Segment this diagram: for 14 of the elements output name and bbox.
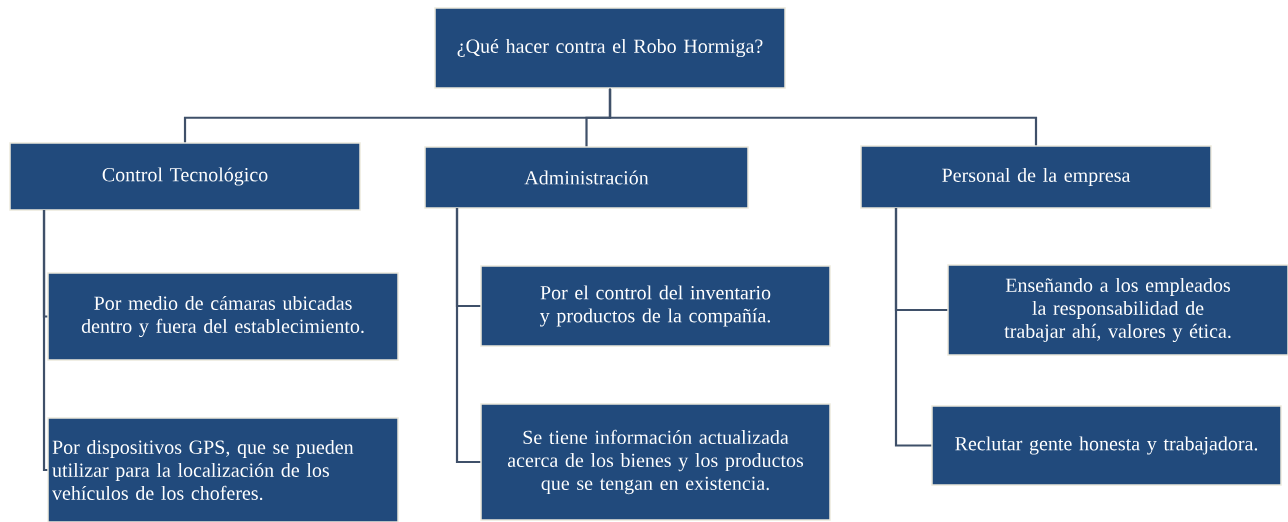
text-box: Control Tecnológico <box>9 142 361 211</box>
text-box: Enseñando a los empleados la responsabilidad de trabajar ahí, valores y ética. <box>947 264 1288 356</box>
connector-line <box>894 208 932 447</box>
text-box: Por dispositivos GPS, que se pueden utilizar para la localización de los vehículos de los choferes. <box>47 417 399 522</box>
text-box: Administración <box>424 146 749 209</box>
connector-line <box>42 210 48 472</box>
connector-line <box>608 88 1038 146</box>
text-box: Personal de la empresa <box>860 145 1212 209</box>
text-box: Por medio de cámaras ubicadas dentro y fuera del establecimiento. <box>47 272 399 361</box>
text-box: Por el control del inventario y productos de la compañía. <box>480 265 831 347</box>
text-box: Se tiene información actualizada acerca de los bienes y los productos que se tengan en existencia. <box>480 403 831 521</box>
text-box: Reclutar gente honesta y trabajadora. <box>931 405 1282 486</box>
text-box: ¿Qué hacer contra el Robo Hormiga? <box>434 7 786 89</box>
connector-line <box>455 208 481 464</box>
